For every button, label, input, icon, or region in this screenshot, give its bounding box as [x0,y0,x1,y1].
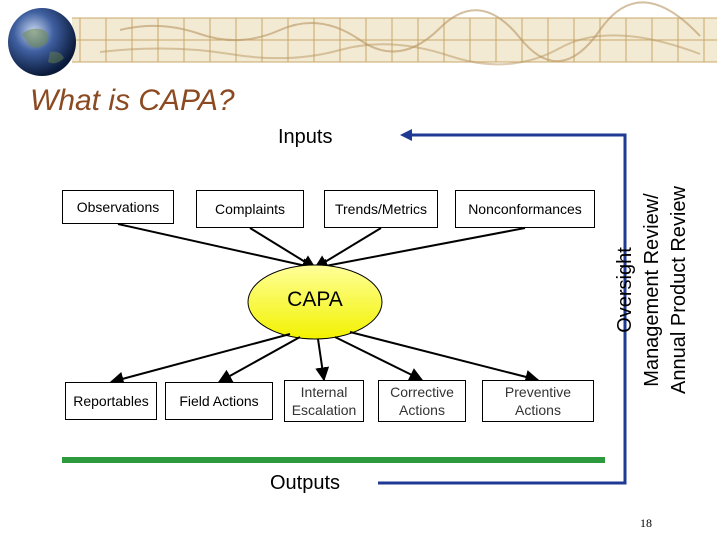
oversight-label: Oversight Management Review/ Annual Prod… [612,160,693,420]
oversight-line-2: Management Review/ [641,193,663,387]
input-label: Observations [76,199,160,215]
output-box-internal-escalation: Internal Escalation [284,380,364,422]
feedback-arrow-icon [400,129,412,141]
input-connector-3 [313,227,526,273]
output-label: Preventive Actions [504,384,572,418]
input-connector-0 [117,223,317,273]
capa-label: CAPA [287,288,343,311]
oversight-line-3: Annual Product Review [668,186,690,394]
input-label: Trends/Metrics [334,201,428,217]
output-connector-3 [334,336,424,381]
inputs-heading: Inputs [278,126,333,148]
outputs-heading: Outputs [270,472,341,494]
output-connector-2 [315,338,330,382]
input-label: Complaints [214,201,286,217]
page-number: 18 [640,516,652,530]
output-box-preventive-actions: Preventive Actions [482,380,594,422]
output-connector-4 [349,331,540,384]
input-box-complaints: Complaints [196,190,304,228]
capa-node [247,264,383,340]
output-box-field-actions: Field Actions [165,382,273,420]
map-grid-band [72,1,717,66]
output-connector-0 [109,333,291,386]
output-label: Internal Escalation [291,384,357,418]
input-connector-1 [249,227,317,269]
feedback-loop [378,133,627,485]
header-banner [8,1,717,76]
input-box-observations: Observations [62,190,174,224]
input-label: Nonconformances [468,201,582,217]
input-box-trends-metrics: Trends/Metrics [324,190,438,228]
page-title: What is CAPA? [30,84,235,117]
output-label: Field Actions [179,393,259,409]
output-label: Reportables [73,393,149,409]
output-box-corrective-actions: Corrective Actions [378,380,466,422]
output-connector-1 [217,336,301,383]
output-box-reportables: Reportables [65,382,157,420]
input-box-nonconformances: Nonconformances [455,190,595,228]
oversight-line-1: Oversight [614,247,636,333]
output-label: Corrective Actions [390,384,454,418]
